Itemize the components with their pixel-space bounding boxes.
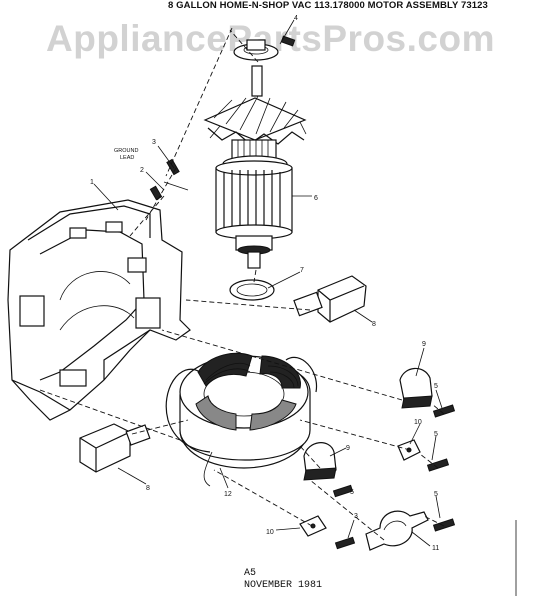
part-brush-clip-lower	[303, 442, 337, 481]
callout-7: 7	[300, 267, 304, 274]
part-clamp-plate-lower	[299, 515, 327, 537]
ground-lead-label-line1: GROUND	[114, 148, 138, 154]
part-motor-housing	[7, 199, 191, 421]
part-brush-holder-right	[293, 275, 367, 323]
ground-lead-label-line2: LEAD	[120, 155, 134, 161]
part-screws	[332, 404, 456, 550]
callout-12: 12	[224, 491, 232, 498]
callout-11: 11	[432, 545, 439, 552]
callout-3-lower: 3	[354, 513, 358, 520]
part-brush-clip-upper	[399, 367, 433, 409]
part-field-stator	[165, 352, 318, 487]
part-top-bearing-cap	[233, 35, 296, 61]
part-brush-holder-left	[79, 423, 151, 473]
callout-3: 3	[152, 139, 156, 146]
callout-4: 4	[294, 15, 298, 22]
callout-9-upper: 9	[422, 341, 426, 348]
callout-6: 6	[314, 195, 318, 202]
part-bracket	[365, 510, 429, 551]
assembly-lines	[39, 27, 445, 541]
callout-5-a: 5	[434, 383, 438, 390]
callout-8-right: 8	[372, 321, 376, 328]
footer-code: A5	[244, 568, 257, 579]
callout-10-upper: 10	[414, 419, 422, 426]
callout-labels: 1 2 3 4 6 7 8 9 5 10 5 9 5 8 12 5 10 3 1…	[90, 15, 439, 552]
part-washer	[229, 279, 275, 301]
callout-5-d: 5	[350, 489, 354, 496]
callout-5-c: 5	[434, 491, 438, 498]
part-armature	[203, 65, 307, 269]
diagram-title: 8 GALLON HOME-N-SHOP VAC 113.178000 MOTO…	[168, 0, 488, 11]
footer-date: NOVEMBER 1981	[244, 580, 323, 591]
callout-1: 1	[90, 179, 94, 186]
callout-9-lower: 9	[346, 445, 350, 452]
callout-8-left: 8	[146, 485, 150, 492]
leader-lines	[93, 19, 517, 596]
callout-2: 2	[140, 167, 144, 174]
callout-5-b: 5	[434, 431, 438, 438]
part-ground-screw	[149, 158, 189, 201]
callout-10-lower: 10	[266, 529, 274, 536]
